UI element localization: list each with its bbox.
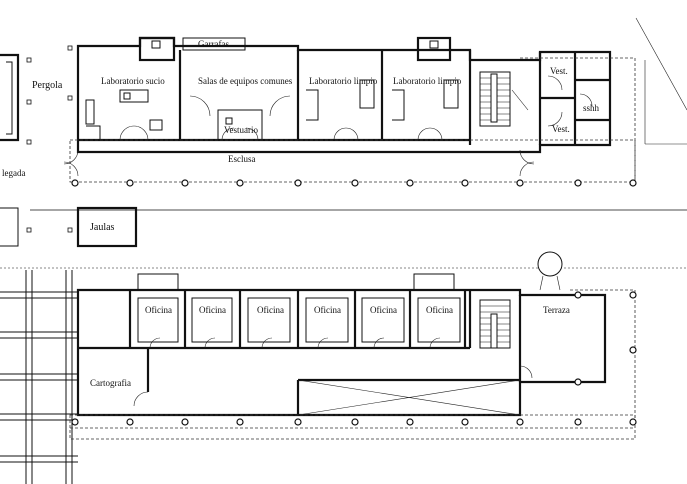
lower-columns [71,291,637,426]
lab-limpio-1-label: Laboratorio limpio [309,76,378,86]
pergola-label: Pergola [32,80,63,91]
upper-outer-wall [76,36,612,154]
oficina-2-label: Oficina [199,305,226,315]
upper-columns [71,179,637,187]
left-structure [0,270,78,484]
oficina-4-label: Oficina [314,305,341,315]
oficina-5-label: Oficina [370,305,397,315]
terraza-label: Terraza [543,305,570,315]
lower-floor-plan: Oficina Oficina Oficina Oficina Oficina … [0,251,637,484]
upper-stair [479,71,529,127]
oficina-6-label: Oficina [426,305,453,315]
esclusa-label: Esclusa [228,154,256,164]
oficina-1-label: Oficina [145,305,172,315]
oficina-3-label: Oficina [257,305,284,315]
garrafas-box [182,37,246,51]
upper-floor-plan: Pergola Laboratorio sucio Garrafas Salas… [0,17,687,248]
salas-equipos-label: Salas de equipos comunes [198,76,293,86]
vest-top-label: Vest. [550,66,568,76]
vestuario-label: Vestuario [224,125,258,135]
lab-limpio-2-label: Laboratorio limpio [393,76,462,86]
left-partial-room [0,53,20,142]
lab-sucio-label: Laboratorio sucio [101,76,165,86]
garrafas-label: Garrafas [198,39,229,49]
lower-stair [479,299,511,349]
sshh-label: sshh [583,103,600,113]
vest-bottom-label: Vest. [552,124,570,134]
jaulas-room [76,206,138,248]
cartografia-label: Cartografia [90,378,131,388]
jaulas-label: Jaulas [90,222,115,233]
pergola-grid [26,45,73,145]
llegada-label: legada [2,168,25,178]
